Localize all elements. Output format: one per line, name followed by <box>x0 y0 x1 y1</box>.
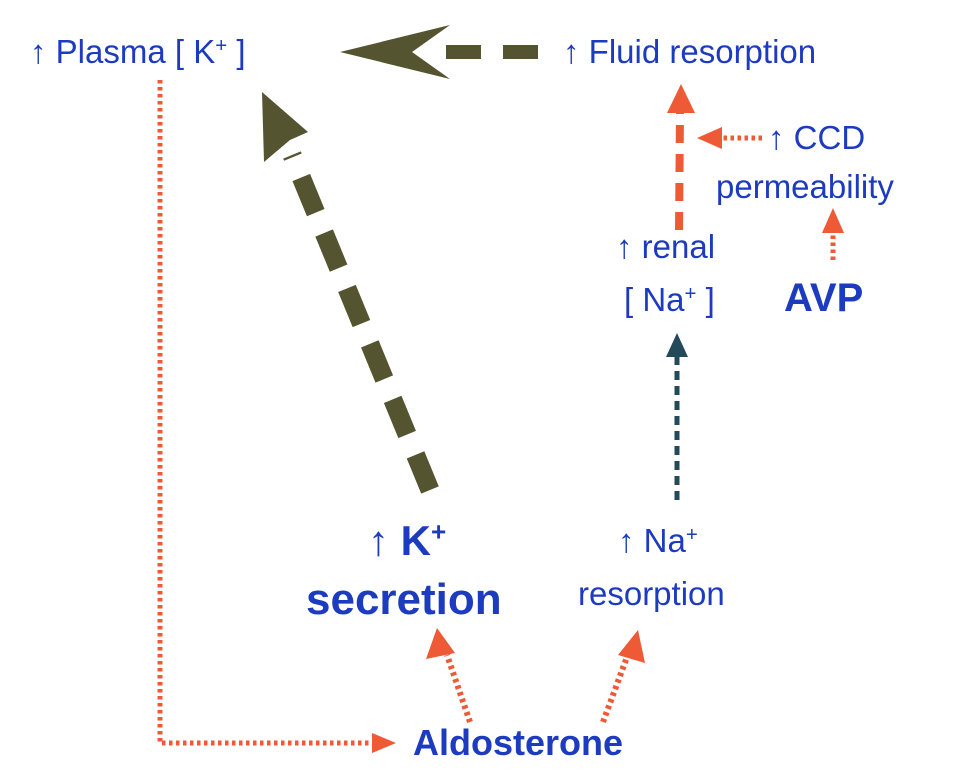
fluid-resorption-label: Fluid resorption <box>588 33 817 70</box>
ccd-label: CCD <box>793 119 866 156</box>
increase-arrow-icon: ↑ <box>768 119 785 156</box>
node-na-resorption-line2: resorption <box>578 577 725 610</box>
edge-aldosterone-to-k-secretion <box>426 628 473 723</box>
na-label: Na <box>643 522 686 559</box>
increase-arrow-icon: ↑ <box>30 33 47 70</box>
edge-k-secretion-to-plasma <box>262 92 439 494</box>
node-avp: AVP <box>784 278 863 318</box>
resorption-label: resorption <box>578 575 725 612</box>
edge-na-resorption-to-renal-na <box>666 333 688 500</box>
permeability-label: permeability <box>716 168 894 205</box>
edge-ccd-to-fluid-resorption <box>697 127 762 149</box>
node-plasma-k: ↑ Plasma [ K+ ] <box>30 35 246 68</box>
increase-arrow-icon: ↑ <box>616 228 633 265</box>
increase-arrow-icon: ↑ <box>563 33 580 70</box>
renal-na-bracket: ] <box>696 281 715 318</box>
node-renal-na-line2: [ Na+ ] <box>624 283 715 316</box>
secretion-label: secretion <box>306 575 502 624</box>
node-renal-na-line1: ↑ renal <box>616 230 715 263</box>
renal-na-label: [ Na <box>624 281 685 318</box>
renal-na-charge: + <box>684 281 697 305</box>
avp-label: AVP <box>784 276 864 320</box>
edge-renal-na-to-fluid-resorption <box>667 84 695 231</box>
aldosterone-label: Aldosterone <box>413 722 624 763</box>
plasma-k-charge: + <box>215 33 228 57</box>
node-na-resorption-line1: ↑ Na+ <box>618 524 698 557</box>
node-k-secretion-line2: secretion <box>306 578 502 622</box>
k-charge: + <box>431 516 447 547</box>
node-ccd-permeability-line2: permeability <box>716 170 894 203</box>
node-aldosterone: Aldosterone <box>413 725 623 761</box>
k-label: K <box>400 517 432 564</box>
node-k-secretion-line1: ↑ K+ <box>368 516 447 564</box>
edge-plasma-to-aldosterone <box>157 80 396 753</box>
edge-avp-to-ccd <box>822 208 844 260</box>
node-fluid-resorption: ↑ Fluid resorption <box>563 35 816 68</box>
edge-aldosterone-to-na-resorption <box>600 630 645 724</box>
plasma-k-label: Plasma [ K <box>55 33 216 70</box>
edge-fluid-resorption-to-plasma <box>340 25 538 79</box>
na-charge: + <box>685 522 698 546</box>
node-ccd-permeability-line1: ↑ CCD <box>768 121 865 154</box>
increase-arrow-icon: ↑ <box>368 517 389 564</box>
renal-label: renal <box>641 228 716 265</box>
increase-arrow-icon: ↑ <box>618 522 635 559</box>
plasma-k-bracket: ] <box>227 33 246 70</box>
